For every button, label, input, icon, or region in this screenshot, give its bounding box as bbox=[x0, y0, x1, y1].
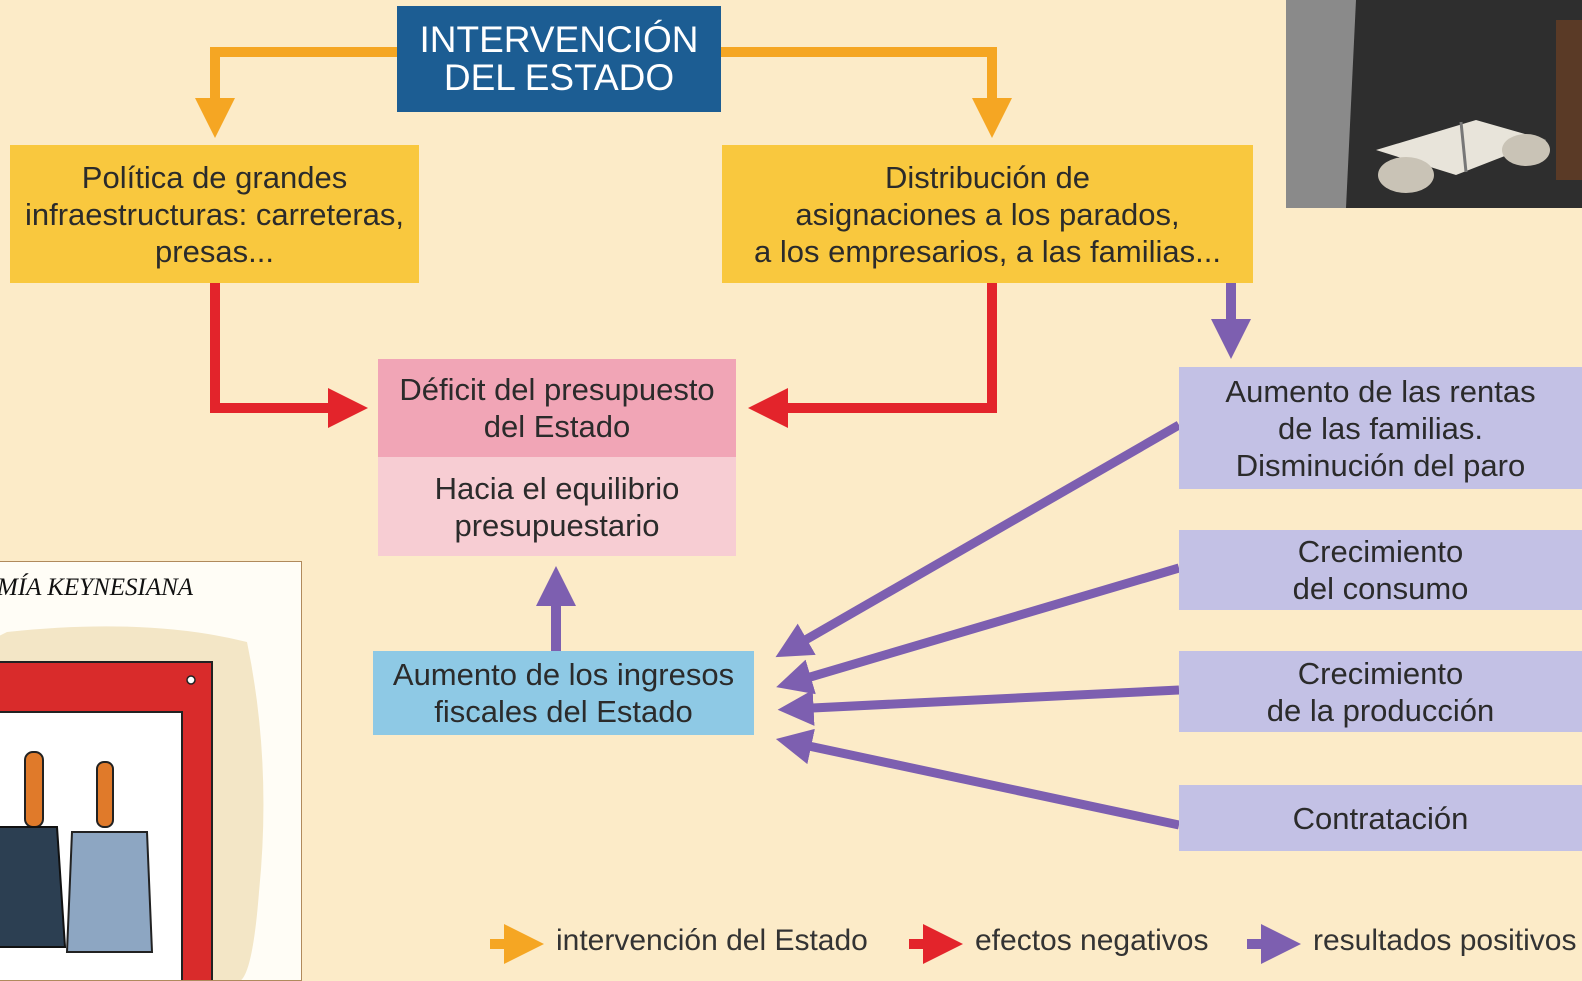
portrait-photo bbox=[1286, 0, 1582, 208]
intervention-arrow-right bbox=[721, 47, 1012, 138]
tax-revenue-box: Aumento de los ingresos fiscales del Est… bbox=[373, 651, 754, 735]
intervention-arrow-left bbox=[195, 47, 397, 138]
budget-deficit-box: Déficit del presupuesto del Estado bbox=[378, 359, 736, 457]
portrait-illustration bbox=[1286, 0, 1582, 208]
legend-intervention-label: intervención del Estado bbox=[556, 924, 868, 957]
hiring-box: Contratación bbox=[1179, 785, 1582, 851]
family-income-box: Aumento de las rentas de las familias. D… bbox=[1179, 367, 1582, 489]
negative-arrow-distribucion bbox=[748, 283, 997, 428]
cartoon-panel: MÍA KEYNESIANA bbox=[0, 561, 302, 981]
budget-balance-box: Hacia el equilibrio presupuestario bbox=[378, 457, 736, 556]
positive-arrow-from-consumo bbox=[776, 563, 1181, 695]
cartoon-title: MÍA KEYNESIANA bbox=[0, 574, 194, 601]
positive-arrow-from-produccion bbox=[777, 685, 1180, 726]
cartoon-illustration bbox=[0, 626, 264, 980]
intervention-title-box: INTERVENCIÓN DEL ESTADO bbox=[397, 6, 721, 112]
positive-arrow-from-rentas bbox=[775, 421, 1182, 658]
legend-negative-label: efectos negativos bbox=[975, 924, 1209, 957]
negative-arrow-infra bbox=[210, 283, 368, 428]
positive-arrow-from-contratacion bbox=[775, 728, 1180, 830]
consumption-growth-box: Crecimiento del consumo bbox=[1179, 530, 1582, 610]
production-growth-box: Crecimiento de la producción bbox=[1179, 651, 1582, 732]
legend-positive-label: resultados positivos bbox=[1313, 924, 1577, 957]
infrastructure-policy-box: Política de grandes infraestructuras: ca… bbox=[10, 145, 419, 283]
allowance-distribution-box: Distribución de asignaciones a los parad… bbox=[722, 145, 1253, 283]
